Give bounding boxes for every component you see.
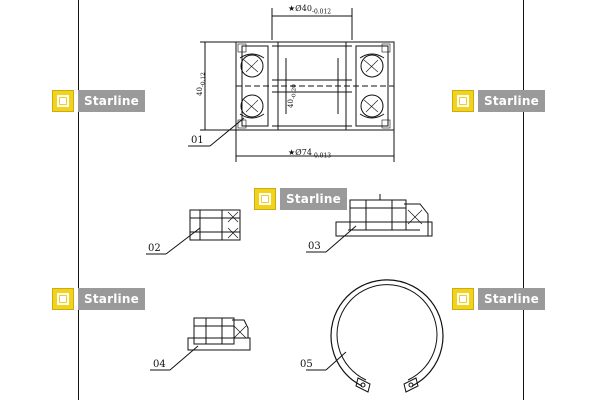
part-label-05: 05 bbox=[300, 359, 313, 370]
starline-mark-icon bbox=[452, 288, 474, 310]
starline-logo-left-bottom: Starline bbox=[52, 288, 145, 310]
starline-mark-icon bbox=[452, 90, 474, 112]
starline-wordmark: Starline bbox=[478, 90, 545, 112]
dimension-inner-diameter-value: ★Ø40 bbox=[288, 4, 312, 13]
starline-logo-center: Starline bbox=[254, 188, 347, 210]
nut-flange-small-drawing bbox=[150, 317, 251, 371]
part-label-04: 04 bbox=[153, 359, 166, 370]
dimension-width-left-value: 40 bbox=[196, 87, 204, 96]
dimension-outer-diameter-tolerance: -0.013 bbox=[311, 152, 332, 160]
dimension-width-inner: 40-0.20 bbox=[287, 84, 297, 108]
starline-wordmark: Starline bbox=[78, 90, 145, 112]
starline-mark-icon bbox=[52, 288, 74, 310]
frame-right-line bbox=[523, 0, 524, 400]
circlip-drawing bbox=[306, 279, 444, 393]
starline-mark-icon bbox=[254, 188, 276, 210]
dimension-width-left: 40-0.12 bbox=[196, 72, 206, 96]
part-label-01: 01 bbox=[191, 135, 204, 146]
dimension-outer-diameter: ★Ø74-0.013 bbox=[288, 148, 331, 160]
starline-wordmark: Starline bbox=[478, 288, 545, 310]
dimension-width-inner-tolerance: -0.20 bbox=[291, 84, 298, 100]
part-label-03: 03 bbox=[308, 241, 321, 252]
dimension-inner-diameter-tolerance: -0.012 bbox=[311, 8, 332, 16]
part-label-02: 02 bbox=[148, 243, 161, 254]
starline-logo-right-top: Starline bbox=[452, 90, 545, 112]
bearing-drawing bbox=[188, 8, 395, 162]
starline-logo-left-top: Starline bbox=[52, 90, 145, 112]
dimension-width-inner-value: 40 bbox=[287, 99, 295, 108]
starline-mark-icon bbox=[52, 90, 74, 112]
starline-wordmark: Starline bbox=[78, 288, 145, 310]
dimension-outer-diameter-value: ★Ø74 bbox=[288, 148, 312, 157]
nut-flanged-drawing bbox=[306, 194, 433, 253]
frame-left-line bbox=[78, 0, 79, 400]
dimension-inner-diameter: ★Ø40-0.012 bbox=[288, 4, 331, 16]
nut-small-drawing bbox=[146, 209, 241, 255]
dimension-width-left-tolerance: -0.12 bbox=[200, 72, 207, 88]
starline-logo-right-bottom: Starline bbox=[452, 288, 545, 310]
starline-wordmark: Starline bbox=[280, 188, 347, 210]
